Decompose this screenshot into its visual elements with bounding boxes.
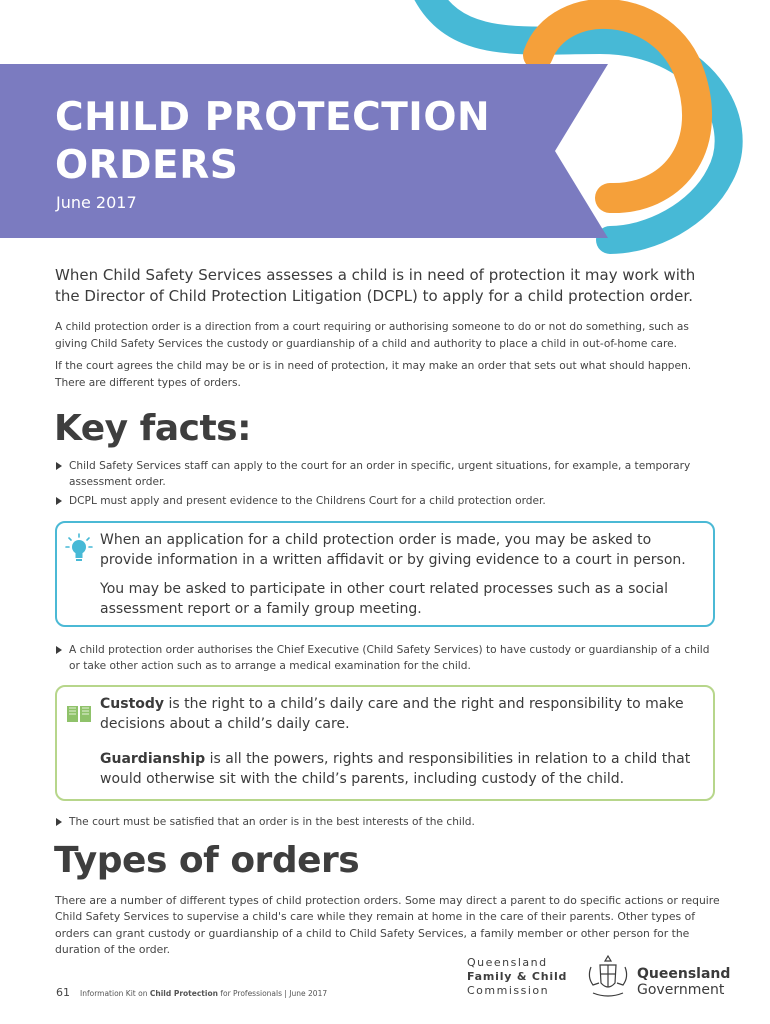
qgov-line-1: Queensland: [637, 966, 731, 982]
decorative-swirl: [414, 0, 743, 254]
qfcc-line-3: Commission: [467, 984, 550, 997]
body-paragraph-1: A child protection order is a direction …: [55, 321, 689, 350]
queensland-government-logo: Queensland Government: [637, 966, 730, 998]
bullet-item: The court must be satisfied that an orde…: [55, 814, 720, 830]
bullet-arrow-icon: [56, 818, 62, 826]
page-number: 61: [56, 986, 70, 999]
qfcc-line-1: Queensland: [467, 956, 548, 969]
definition-box: Custody is the right to a child’s daily …: [55, 685, 715, 801]
title-banner: [0, 64, 608, 238]
custody-definition: Custody is the right to a child’s daily …: [100, 694, 699, 734]
footer-prefix: Information Kit on: [80, 989, 150, 998]
bullet-arrow-icon: [56, 646, 62, 654]
tip-box: When an application for a child protecti…: [55, 521, 715, 627]
guardianship-definition: Guardianship is all the powers, rights a…: [100, 749, 699, 789]
qgov-line-2: Government: [637, 982, 725, 998]
qfcc-logo: Queensland Family & Child Commission: [467, 956, 567, 998]
footer-bold: Child Protection: [149, 989, 218, 998]
bullet-text: Child Safety Services staff can apply to…: [69, 460, 691, 488]
book-icon: [67, 706, 91, 722]
bullet-text: DCPL must apply and present evidence to …: [69, 495, 546, 507]
bullet-text: A child protection order authorises the …: [69, 644, 710, 672]
types-paragraph: There are a number of different types of…: [55, 894, 720, 956]
guardianship-text: is all the powers, rights and responsibi…: [100, 751, 691, 787]
bullet-item: DCPL must apply and present evidence to …: [55, 493, 720, 509]
lightbulb-icon: [65, 533, 93, 561]
queensland-crest-icon: [588, 954, 628, 997]
guardianship-term: Guardianship: [100, 751, 206, 767]
intro-paragraph: When Child Safety Services assesses a ch…: [55, 266, 696, 305]
custody-text: is the right to a child’s daily care and…: [100, 696, 684, 732]
publication-date: June 2017: [56, 193, 137, 212]
bullet-item: Child Safety Services staff can apply to…: [55, 458, 720, 490]
key-facts-heading: Key facts:: [54, 408, 252, 449]
bullet-arrow-icon: [56, 497, 62, 505]
bullet-arrow-icon: [56, 462, 62, 470]
body-paragraph-2: If the court agrees the child may be or …: [55, 360, 692, 389]
page-title: CHILD PROTECTION ORDERS: [55, 95, 491, 188]
tip-paragraph-1: When an application for a child protecti…: [100, 532, 686, 568]
qfcc-line-2: Family & Child: [467, 970, 568, 983]
bullet-text: The court must be satisfied that an orde…: [69, 816, 475, 828]
footer-suffix: for Professionals | June 2017: [217, 989, 328, 998]
tip-paragraph-2: You may be asked to participate in other…: [100, 581, 668, 617]
custody-term: Custody: [100, 696, 165, 712]
bullet-item: A child protection order authorises the …: [55, 642, 720, 674]
page-footer: 61 Information Kit on Child Protection fo…: [56, 986, 327, 999]
types-of-orders-heading: Types of orders: [54, 840, 360, 881]
